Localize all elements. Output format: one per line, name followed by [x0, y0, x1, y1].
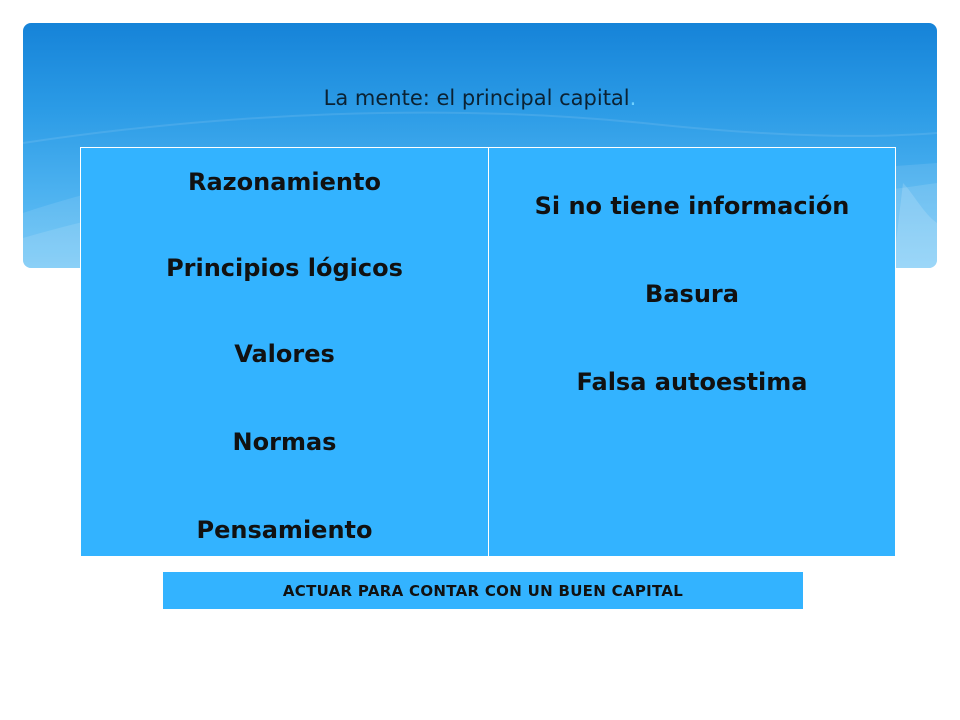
footer-text: ACTUAR PARA CONTAR CON UN BUEN CAPITAL	[282, 581, 684, 600]
right-item-informacion: Si no tiene información	[534, 192, 850, 220]
left-column: Razonamiento Principios lógicos Valores …	[81, 148, 489, 556]
content-table: Razonamiento Principios lógicos Valores …	[80, 147, 896, 557]
footer-banner: ACTUAR PARA CONTAR CON UN BUEN CAPITAL	[163, 572, 803, 609]
left-item-razonamiento: Razonamiento	[188, 168, 381, 196]
left-item-pensamiento: Pensamiento	[196, 516, 373, 544]
right-item-autoestima: Falsa autoestima	[576, 368, 808, 396]
right-item-basura: Basura	[645, 280, 739, 308]
slide-title-text: La mente: el principal capital	[323, 86, 630, 110]
slide-title: La mente: el principal capital.	[0, 86, 960, 110]
left-item-normas: Normas	[232, 428, 337, 456]
left-item-principios: Principios lógicos	[166, 254, 403, 282]
left-item-valores: Valores	[234, 340, 335, 368]
right-column: Si no tiene información Basura Falsa aut…	[489, 148, 895, 556]
slide-title-period: .	[629, 86, 637, 110]
